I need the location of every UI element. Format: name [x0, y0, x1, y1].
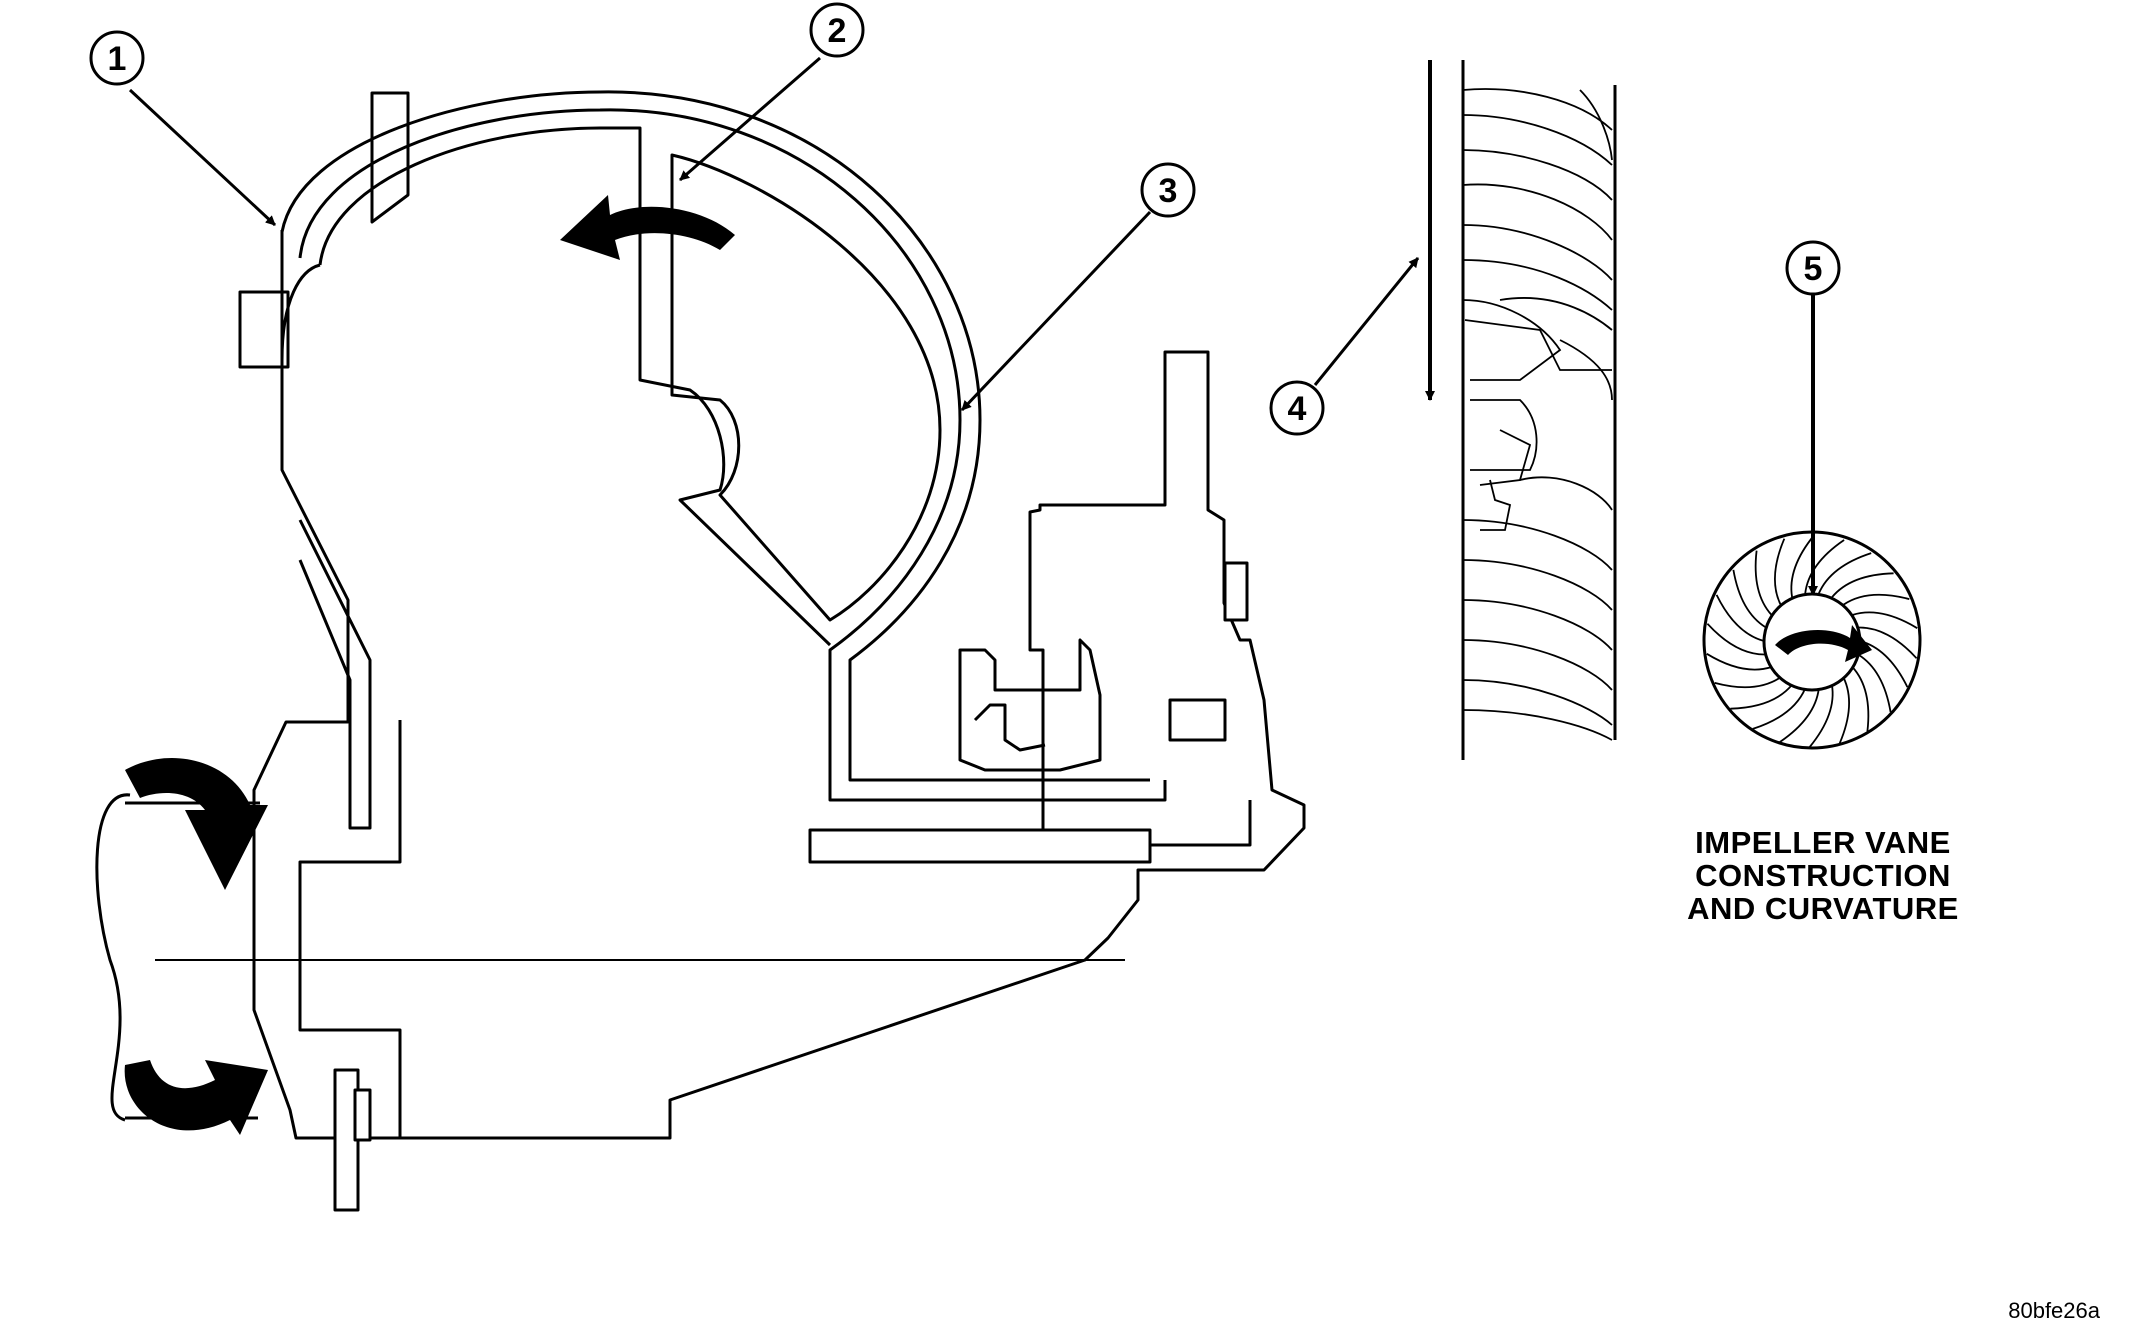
- impeller-vane: [1706, 653, 1772, 671]
- impeller-vane: [1779, 688, 1820, 743]
- fluid-flow-arrow: [560, 195, 735, 260]
- impeller-vane: [1774, 538, 1786, 606]
- svg-text:4: 4: [1288, 390, 1307, 428]
- callout-2: 2: [679, 2, 865, 182]
- svg-text:IMPELLER VANE: IMPELLER VANE: [1695, 825, 1951, 860]
- impeller-vane: [1817, 552, 1872, 594]
- impeller-vane: [1857, 653, 1892, 713]
- impeller-vane: [1831, 572, 1894, 598]
- leader-line: [960, 210, 1152, 412]
- svg-text:2: 2: [828, 12, 847, 50]
- svg-text:CONSTRUCTION: CONSTRUCTION: [1695, 858, 1951, 893]
- callout-3: 3: [960, 162, 1196, 412]
- leader-line: [679, 56, 821, 182]
- impeller-vane: [1852, 611, 1918, 629]
- leader-line: [1313, 257, 1420, 386]
- torque-converter-section: [238, 90, 1306, 1212]
- callout-1: 1: [89, 30, 277, 227]
- impeller-vane: [1754, 550, 1773, 616]
- impeller-vane-side-view: [1425, 60, 1617, 760]
- impeller-vane: [1732, 569, 1767, 629]
- impeller-vane: [1706, 623, 1766, 656]
- impeller-vane: [1842, 593, 1910, 606]
- impeller-vane: [1809, 684, 1834, 748]
- svg-text:5: 5: [1804, 250, 1823, 288]
- rotation-arrow-icon: [1775, 625, 1872, 662]
- impeller-vane: [1851, 666, 1870, 732]
- diagram-caption: IMPELLER VANE CONSTRUCTION AND CURVATURE: [1687, 825, 1959, 926]
- impeller-vane: [1714, 676, 1782, 689]
- leader-line: [128, 88, 277, 227]
- svg-text:1: 1: [108, 40, 127, 78]
- impeller-vane: [1752, 688, 1807, 730]
- impeller-vane: [1838, 676, 1850, 744]
- rotation-arrows: [124, 757, 268, 1135]
- callout-4: 4: [1269, 257, 1420, 436]
- impeller-vane: [1790, 534, 1815, 598]
- figure-id: 80bfe26a: [2008, 1298, 2101, 1323]
- impeller-vane: [1804, 539, 1845, 594]
- impeller-vane: [1730, 684, 1793, 710]
- svg-text:AND CURVATURE: AND CURVATURE: [1687, 891, 1959, 926]
- impeller-vane-front-view: [1702, 530, 1922, 750]
- impeller-vane: [1858, 626, 1918, 659]
- impeller-vane: [1715, 594, 1765, 642]
- callout-5: 5: [1785, 240, 1841, 596]
- svg-text:3: 3: [1159, 172, 1178, 210]
